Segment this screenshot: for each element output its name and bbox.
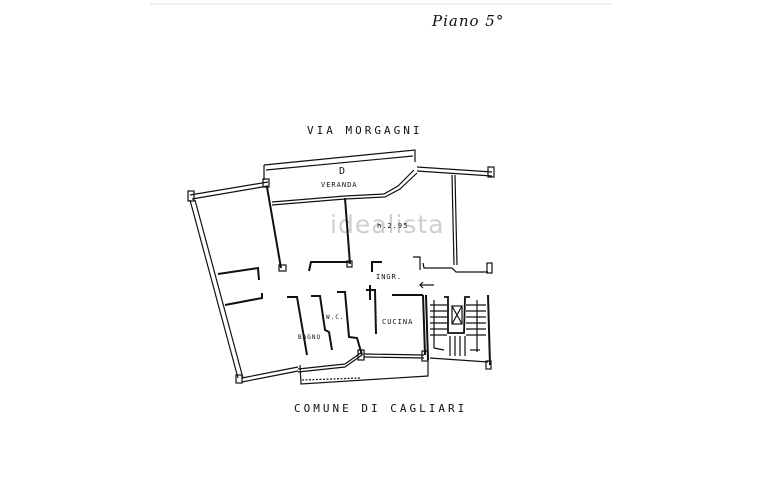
street-label: VIA MORGAGNI [307, 124, 423, 137]
veranda-label: VERANDA [321, 181, 358, 189]
watermark: idealista [330, 210, 445, 239]
entrance-label: INGR. [376, 273, 403, 281]
top-border-line [150, 3, 612, 5]
ceiling-height-label: h.2.95 [377, 222, 409, 230]
floor-label: Piano 5° [432, 12, 505, 30]
bathroom-label: BAGNO [298, 334, 322, 341]
veranda-outline [263, 149, 418, 206]
interior-walls [217, 178, 426, 356]
west-wall [187, 181, 299, 384]
south-wall [297, 349, 429, 385]
wc-label: W.C. [326, 314, 345, 321]
municipality-label: COMUNE DI CAGLIARI [294, 402, 468, 415]
east-room [413, 166, 495, 274]
kitchen-label: CUCINA [382, 318, 414, 326]
stairwell [425, 294, 492, 370]
veranda-mark-label: D [339, 166, 347, 177]
entrance-arrow-icon [419, 281, 434, 289]
